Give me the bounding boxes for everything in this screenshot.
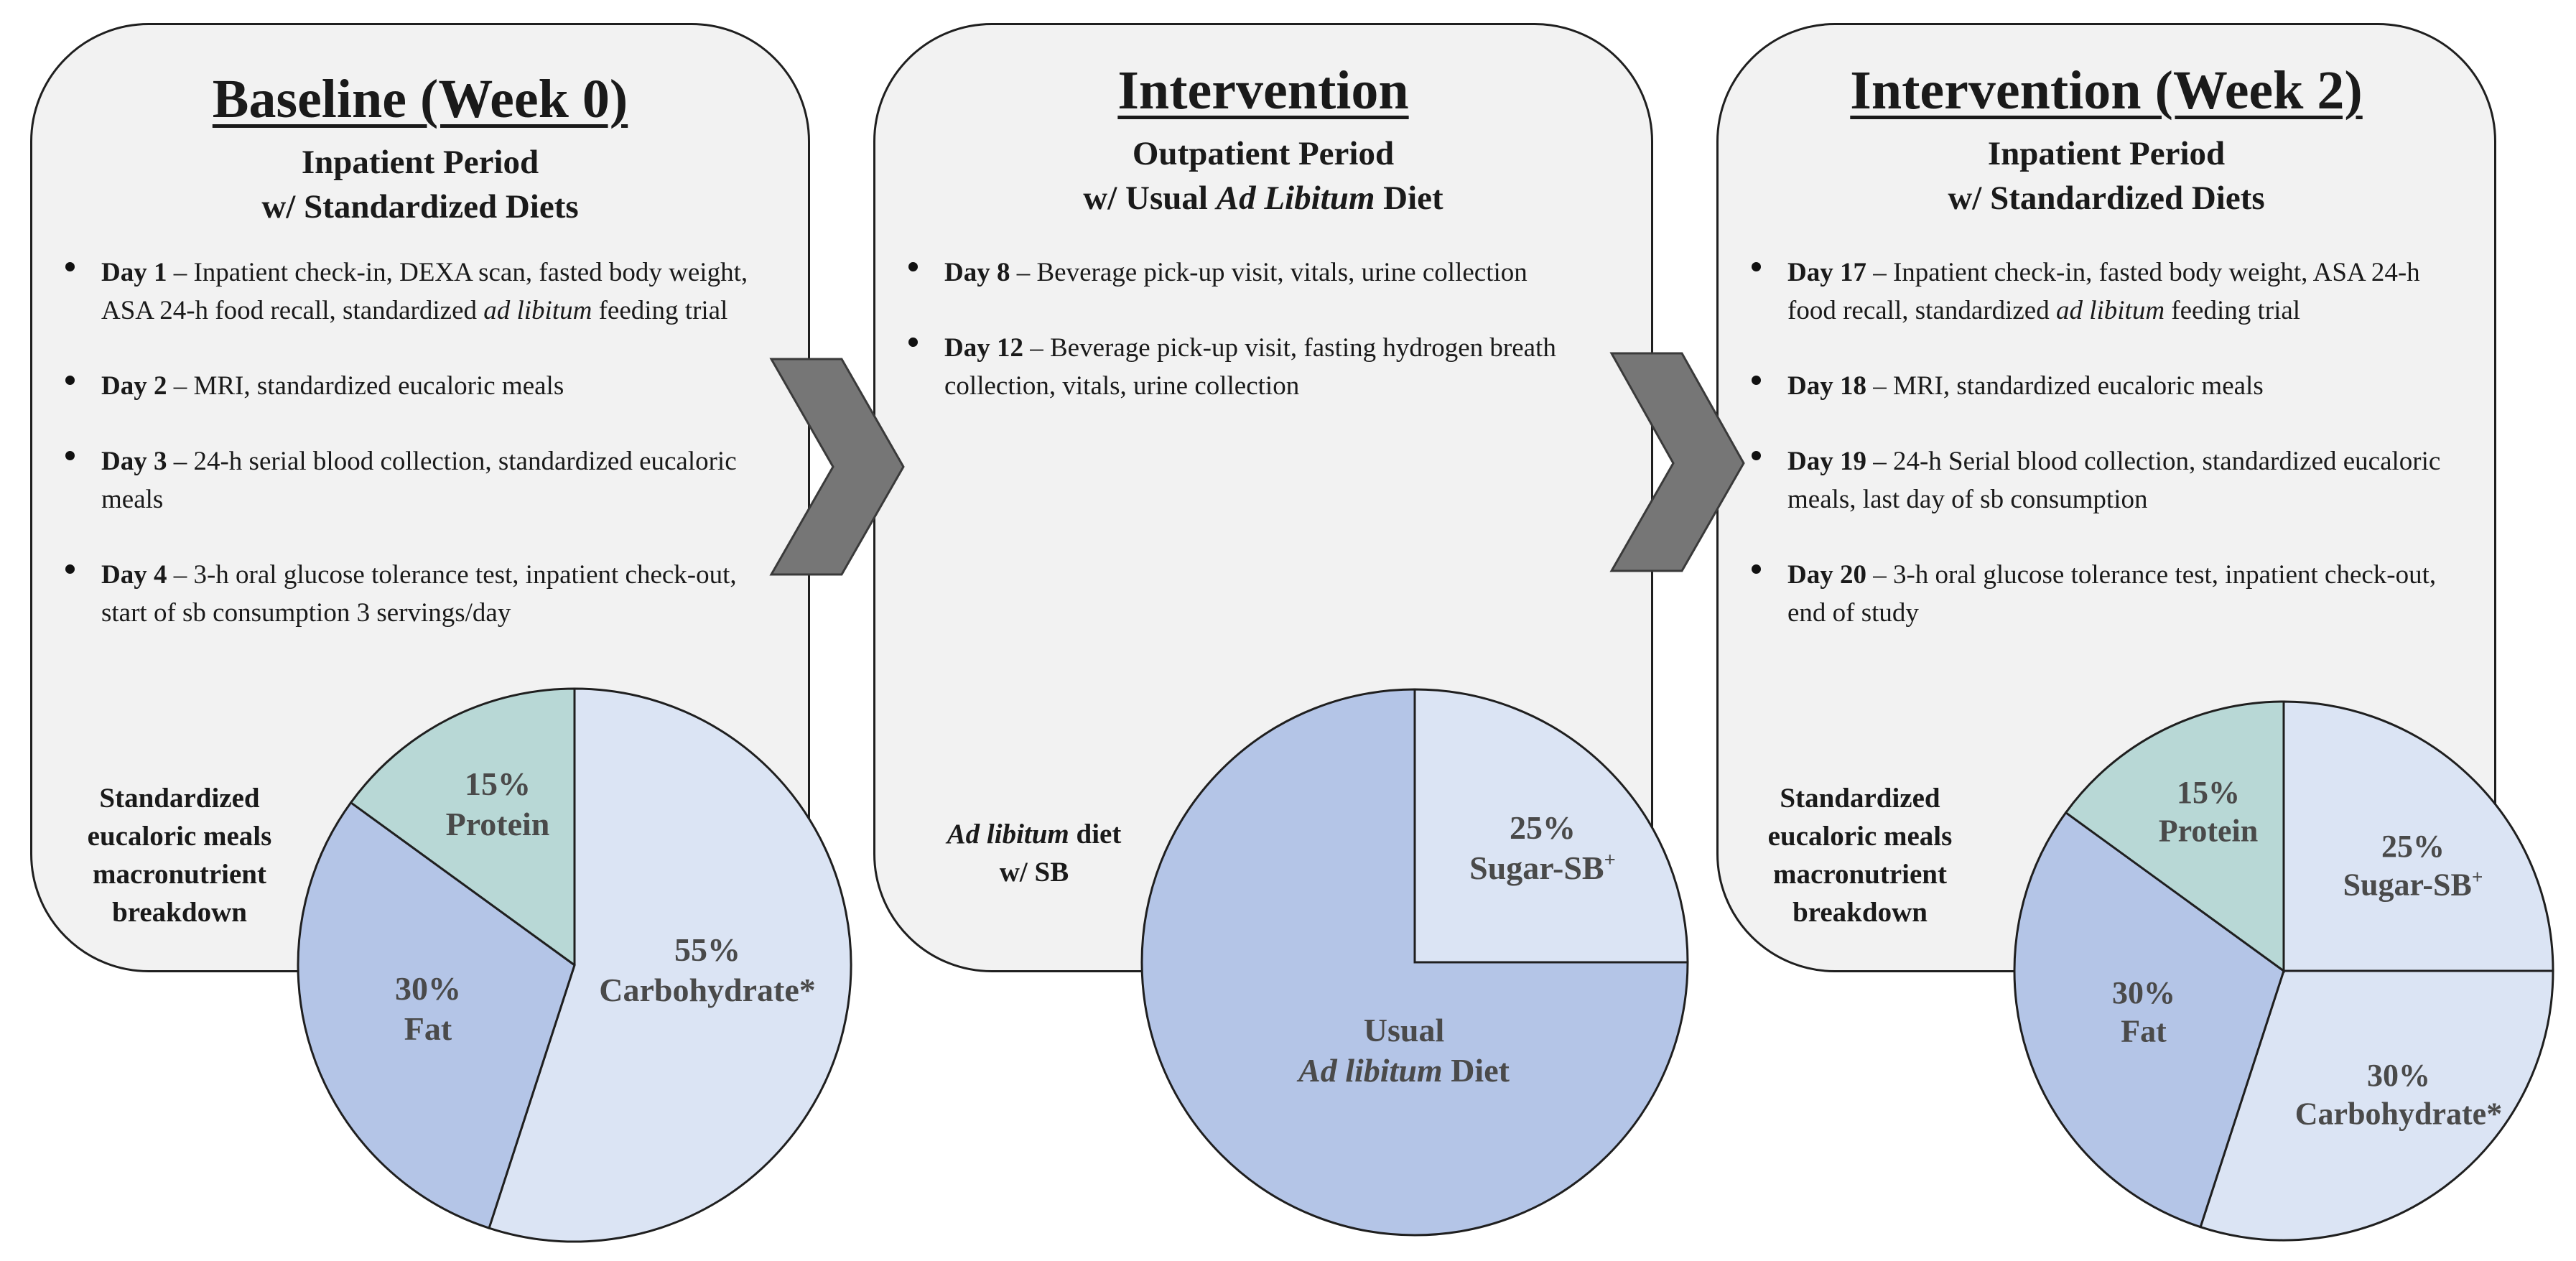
slice-sugar-sb: [1413, 688, 1689, 964]
slice-fat: [2013, 811, 2285, 1229]
slice-protein: [349, 687, 576, 967]
baseline-day-list: Day 1 – Inpatient check-in, DEXA scan, f…: [58, 253, 782, 669]
slice-carbohydrate: [488, 687, 852, 1243]
pie-chart-3: 25%Sugar-SB+ 30%Carbohydrate* 30%Fat 15%Pro…: [2013, 700, 2554, 1242]
slice-protein-label: 15%Protein: [2159, 775, 2259, 849]
chevron-right-icon: [769, 358, 905, 576]
chevron-right-icon: [1609, 352, 1745, 572]
list-item: Day 18 – MRI, standardized eucaloric mea…: [1744, 367, 2468, 405]
intervention-subtitle: Outpatient Period w/ Usual Ad Libitum Di…: [875, 131, 1651, 220]
slice-usual-diet: [1140, 688, 1689, 1237]
week2-subtitle: Inpatient Period w/ Standardized Diets: [1719, 131, 2494, 220]
slice-fat-label: 30%Fat: [395, 970, 461, 1047]
baseline-title: Baseline (Week 0): [212, 69, 628, 129]
slice-fat-label: 30%Fat: [2112, 975, 2175, 1049]
intervention-title: Intervention: [1117, 60, 1409, 121]
list-item: Day 19 – 24-h Serial blood collection, s…: [1744, 442, 2468, 518]
slice-carbohydrate-label: 30%Carbohydrate*: [2295, 1058, 2502, 1132]
baseline-subtitle: Inpatient Period w/ Standardized Diets: [32, 140, 808, 229]
intervention-pie-label: Ad libitum diet w/ SB: [947, 819, 1122, 888]
list-item: Day 12 – Beverage pick-up visit, fasting…: [901, 329, 1625, 405]
list-item: Day 3 – 24-h serial blood collection, st…: [58, 442, 782, 518]
slice-fat: [297, 801, 576, 1230]
list-item: Day 8 – Beverage pick-up visit, vitals, …: [901, 253, 1625, 292]
intervention-day-list: Day 8 – Beverage pick-up visit, vitals, …: [901, 253, 1625, 442]
week2-subtitle-line1: Inpatient Period: [1987, 135, 2226, 172]
slice-sugar-sb-label: 25%Sugar-SB+: [1469, 809, 1616, 886]
week2-pie-label: Standardized eucaloric meals macronutrie…: [1767, 783, 1953, 928]
pie-chart-1: 15%Protein 55%Carbohydrate* 30%Fat: [297, 687, 852, 1243]
slice-sugar-sb: [2282, 700, 2554, 972]
baseline-subtitle-line2: w/ Standardized Diets: [261, 188, 579, 225]
slice-carbohydrate: [2199, 969, 2554, 1242]
slice-carbohydrate-label: 55%Carbohydrate*: [599, 931, 816, 1008]
week2-panel: Intervention (Week 2) Inpatient Period w…: [1716, 23, 2496, 972]
baseline-pie-label: Standardized eucaloric meals macronutrie…: [87, 783, 272, 928]
week2-subtitle-line2: w/ Standardized Diets: [1948, 180, 2265, 217]
slice-protein: [2064, 700, 2285, 973]
week2-title: Intervention (Week 2): [1850, 60, 2363, 121]
list-item: Day 4 – 3-h oral glucose tolerance test,…: [58, 556, 782, 632]
list-item: Day 2 – MRI, standardized eucaloric meal…: [58, 367, 782, 405]
slice-sugar-sb-label: 25%Sugar-SB+: [2343, 829, 2483, 903]
list-item: Day 20 – 3-h oral glucose tolerance test…: [1744, 556, 2468, 632]
list-item: Day 1 – Inpatient check-in, DEXA scan, f…: [58, 253, 782, 330]
week2-day-list: Day 17 – Inpatient check-in, fasted body…: [1744, 253, 2468, 669]
intervention-subtitle-line1: Outpatient Period: [1132, 135, 1395, 172]
baseline-subtitle-line1: Inpatient Period: [301, 144, 539, 181]
slice-protein-label: 15%Protein: [446, 766, 550, 842]
list-item: Day 17 – Inpatient check-in, fasted body…: [1744, 253, 2468, 330]
intervention-subtitle-line2: w/ Usual Ad Libitum Diet: [1083, 180, 1443, 217]
